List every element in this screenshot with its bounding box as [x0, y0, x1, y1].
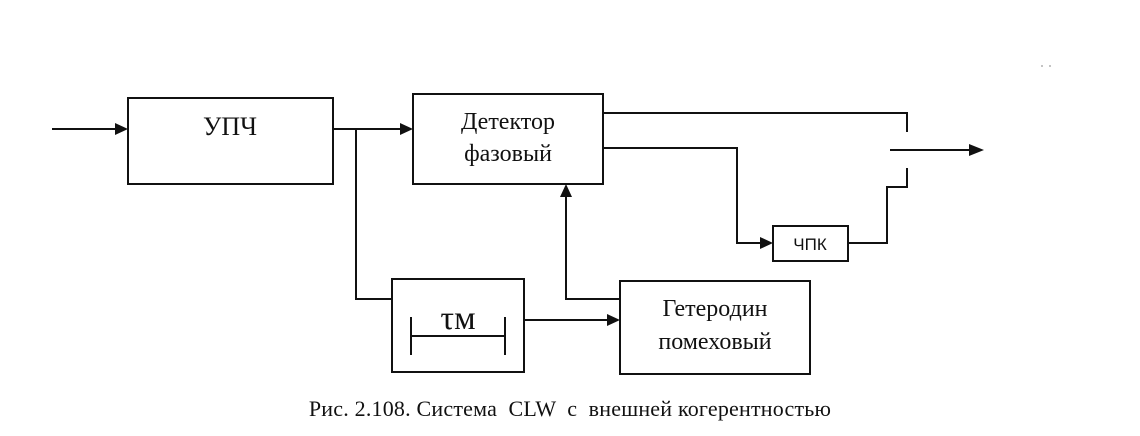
- block-detector: Детектор фазовый: [412, 93, 604, 185]
- wire-heterodyne-to-detector: [565, 195, 621, 300]
- arrow-into-upch: [115, 123, 128, 135]
- block-upch-label: УПЧ: [203, 112, 257, 141]
- arrow-into-detector: [400, 123, 413, 135]
- arrow-into-heterodyne: [607, 314, 620, 326]
- figure-caption: Рис. 2.108. Система CLW с внешней когере…: [308, 396, 832, 421]
- delay-line-symbol: [410, 317, 506, 355]
- block-heterodyne: Гетеродин помеховый: [619, 280, 811, 375]
- block-detector-label-line1: Детектор: [461, 109, 555, 135]
- scan-speck: [1049, 65, 1051, 67]
- wire-detector-to-chpk: [602, 147, 763, 244]
- wire-branch-to-delay: [355, 128, 393, 300]
- scan-speck: [1041, 65, 1043, 67]
- block-heterodyne-label-line1: Гетеродин: [662, 296, 767, 322]
- wire-detector-direct-output: [602, 112, 908, 132]
- block-upch: УПЧ: [127, 97, 334, 185]
- arrow-output: [969, 144, 984, 156]
- block-detector-label-line2: фазовый: [464, 141, 552, 167]
- block-delay-label: τм: [440, 300, 475, 337]
- block-heterodyne-label-line2: помеховый: [658, 329, 771, 355]
- arrow-up-into-detector: [560, 184, 572, 197]
- block-chpk-label: ЧПК: [793, 235, 827, 254]
- block-chpk: ЧПК: [772, 225, 849, 262]
- block-delay: τм: [391, 278, 525, 373]
- arrow-into-chpk: [760, 237, 773, 249]
- wire-chpk-to-switch: [847, 168, 908, 244]
